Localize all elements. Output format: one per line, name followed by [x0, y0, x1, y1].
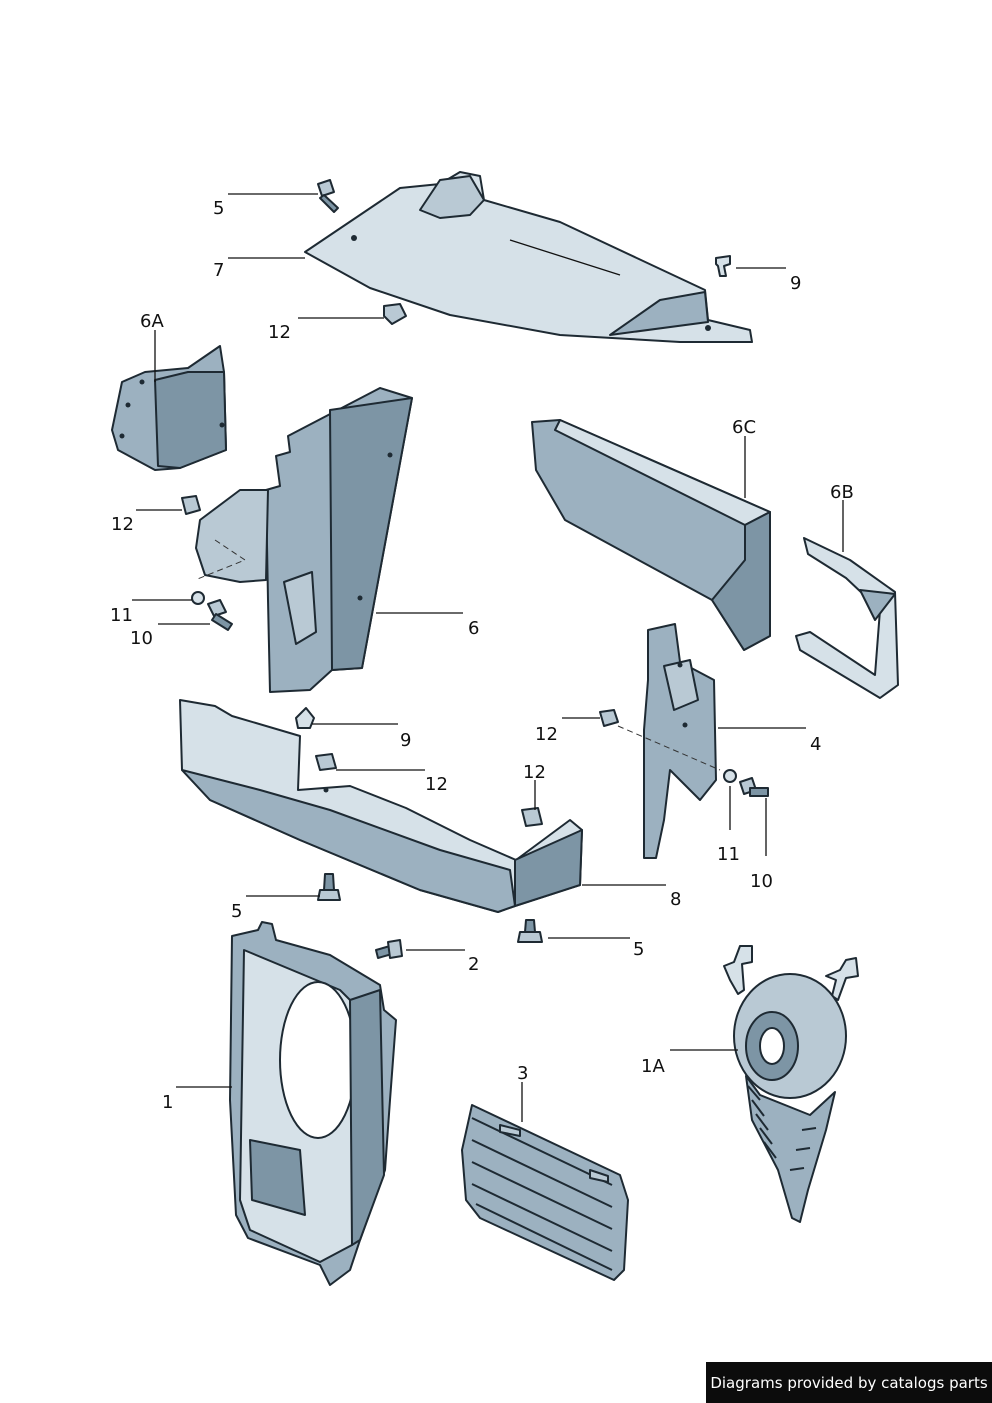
callout-5-right: 5 — [633, 939, 644, 960]
callout-10-right: 10 — [750, 871, 773, 892]
callout-8: 8 — [670, 889, 681, 910]
callout-3: 3 — [517, 1063, 528, 1084]
callout-labels: 5 7 9 12 6A 6C 6B 12 11 10 6 9 12 4 12 1… — [110, 198, 854, 1113]
callout-6b: 6B — [830, 482, 854, 503]
part-6c-duct — [531, 419, 771, 651]
part-4-bracket — [617, 623, 721, 859]
screw-10-left — [207, 599, 233, 631]
diagram-credit-banner: Diagrams provided by catalogs parts — [706, 1362, 992, 1403]
part-1a-fan-motor — [723, 945, 859, 1223]
callout-12-right: 12 — [535, 724, 558, 745]
callout-5-left: 5 — [231, 901, 242, 922]
callout-5-top: 5 — [213, 198, 224, 219]
callout-7: 7 — [213, 260, 224, 281]
part-6-side-panel — [194, 387, 413, 693]
callout-4: 4 — [810, 734, 821, 755]
callout-12-left: 12 — [111, 514, 134, 535]
callout-9-top: 9 — [790, 273, 801, 294]
callout-11-right: 11 — [717, 844, 740, 865]
callout-1: 1 — [162, 1092, 173, 1113]
part-8-lower-duct — [179, 699, 583, 913]
diagram-credit-text: Diagrams provided by catalogs parts — [710, 1373, 988, 1392]
callout-6a: 6A — [140, 311, 164, 332]
leader-lines — [132, 193, 844, 1122]
part-7-top-cover — [304, 171, 753, 343]
nut-12-mid-left — [315, 753, 337, 771]
part-3-grille — [461, 1104, 629, 1281]
washer-11-left — [191, 591, 205, 605]
callout-9-mid: 9 — [400, 730, 411, 751]
nut-12-left — [181, 495, 201, 515]
callout-1a: 1A — [641, 1056, 665, 1077]
callout-2: 2 — [468, 954, 479, 975]
screw-5-top — [317, 179, 339, 213]
screw-5-left — [317, 873, 341, 901]
callout-12-mid-left: 12 — [425, 774, 448, 795]
screw-5-right — [517, 919, 543, 943]
callout-10-left: 10 — [130, 628, 153, 649]
screw-10-right — [739, 777, 769, 797]
callout-6c: 6C — [732, 417, 756, 438]
part-6a-duct — [111, 345, 227, 471]
callout-12-top: 12 — [268, 322, 291, 343]
callout-12-mid-right: 12 — [523, 762, 546, 783]
clip-9-mid — [295, 707, 315, 729]
callout-11-left: 11 — [110, 605, 133, 626]
nut-12-right — [599, 709, 619, 727]
clip-9-top — [715, 255, 731, 277]
washer-11-right — [723, 769, 737, 783]
part-6b-bracket — [795, 537, 899, 699]
nut-12-top — [383, 303, 407, 325]
screw-2 — [375, 939, 403, 959]
part-1-fan-shroud — [229, 921, 397, 1286]
callout-6: 6 — [468, 618, 479, 639]
nut-12-mid-right — [521, 807, 543, 827]
